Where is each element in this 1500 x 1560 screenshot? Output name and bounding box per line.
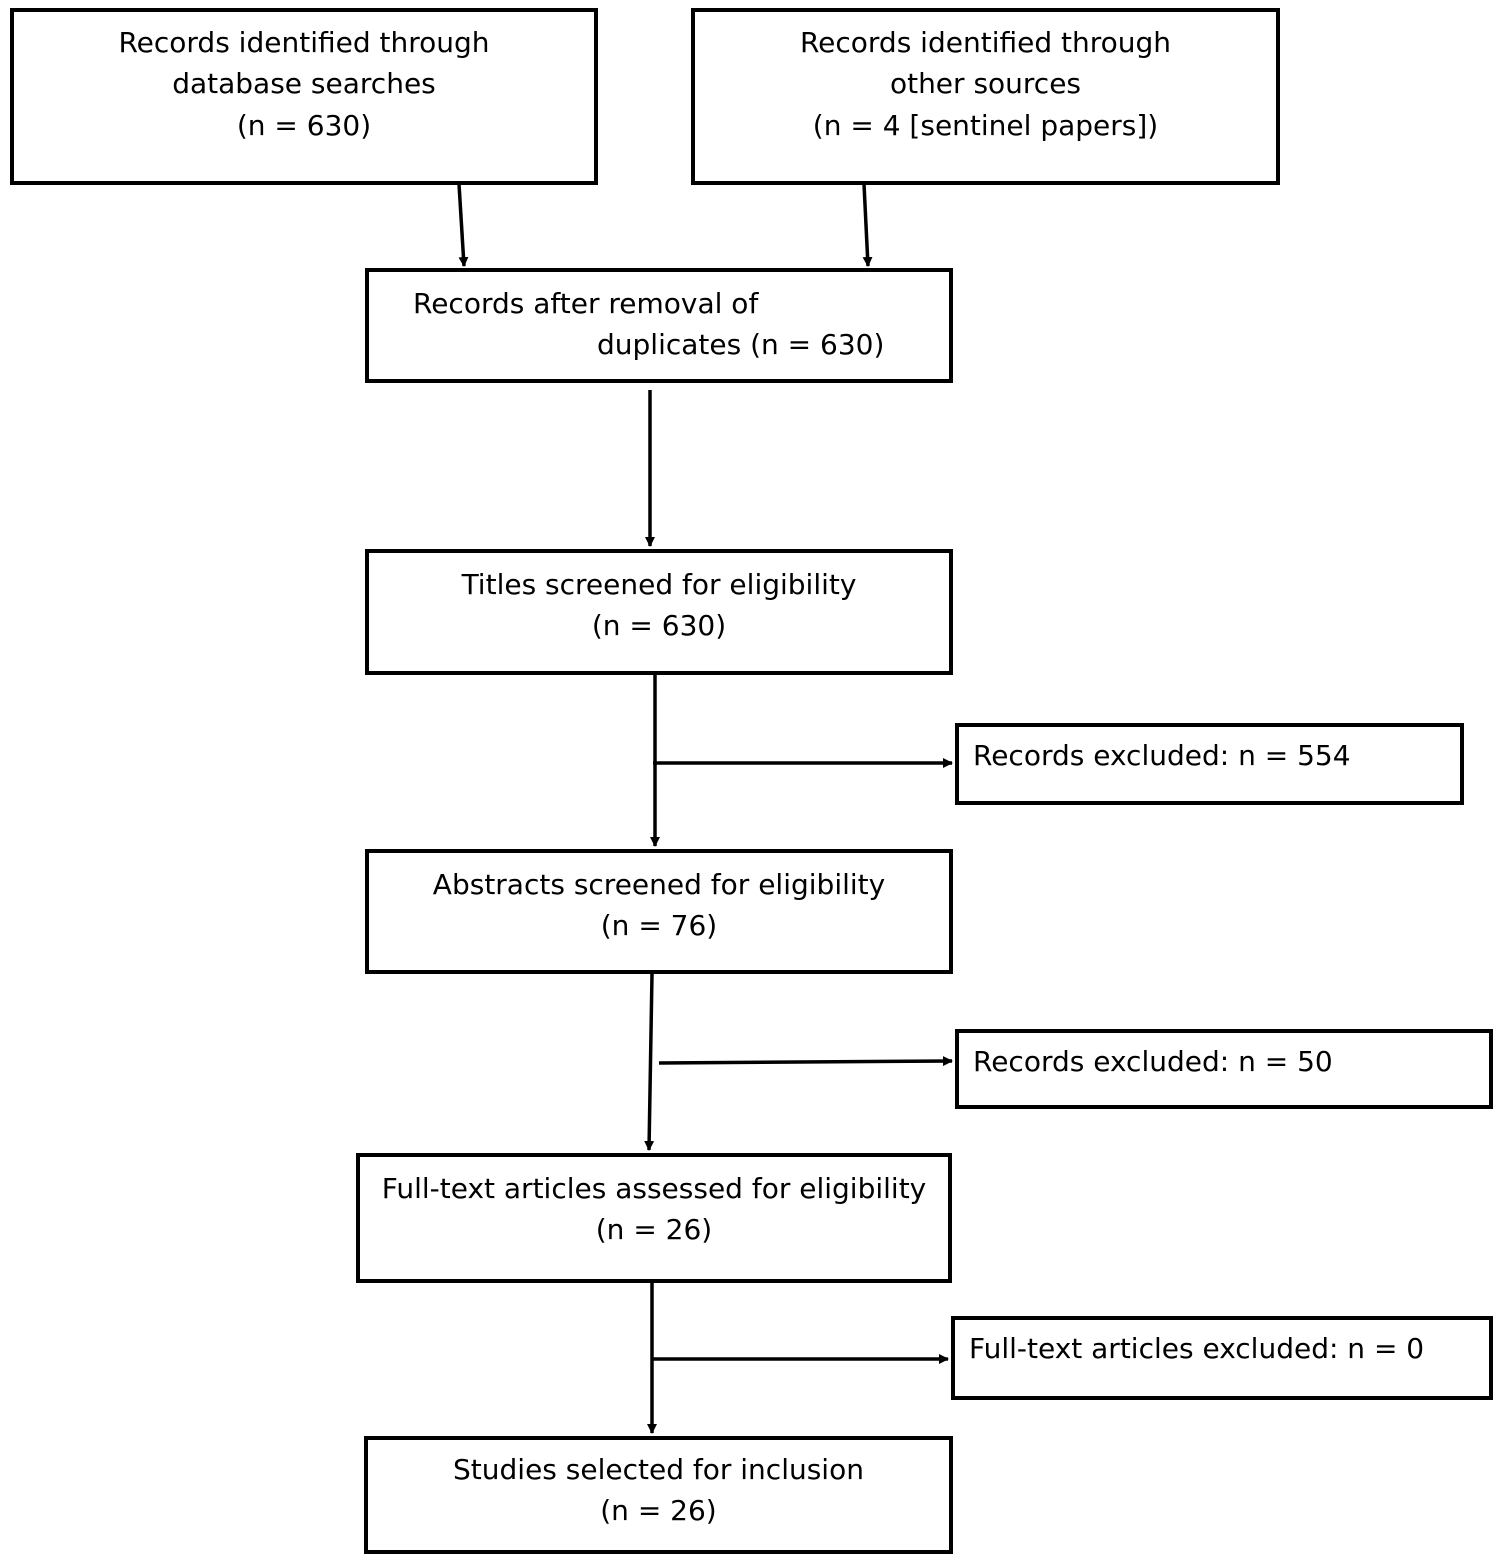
fulltext-excluded-box: Full-text articles excluded: n = 0: [951, 1316, 1493, 1400]
arrow-excluded-abstracts: [658, 1056, 953, 1067]
dedup-line-1: Records after removal of: [413, 287, 759, 320]
titles-screened-box: Titles screened for eligibility (n = 630…: [365, 549, 953, 675]
titles-count: (n = 630): [591, 609, 727, 642]
records-excluded-abstracts-box: Records excluded: n = 50: [955, 1029, 1493, 1109]
database-line-1: Records identified through: [118, 26, 490, 59]
records-excluded-titles-box: Records excluded: n = 554: [955, 723, 1464, 805]
fulltext-line-1: Full-text articles assessed for eligibil…: [381, 1172, 927, 1205]
abstracts-screened-box: Abstracts screened for eligibility (n = …: [365, 849, 953, 974]
included-line-1: Studies selected for inclusion: [453, 1453, 864, 1486]
database-line-2: database searches: [172, 67, 436, 100]
other-sources-line-2: other sources: [889, 67, 1082, 100]
arrow-database-to-dedup: [457, 183, 469, 267]
arrow-other-to-dedup: [862, 183, 873, 267]
database-searches-box: Records identified through database sear…: [10, 8, 598, 185]
included-count: (n = 26): [600, 1494, 717, 1527]
dedup-box: Records after removal of duplicates (n =…: [365, 268, 953, 383]
arrow-abstracts-to-fulltext: [644, 973, 655, 1151]
studies-included-box: Studies selected for inclusion (n = 26): [364, 1436, 953, 1554]
records-excluded-titles-text: Records excluded: n = 554: [973, 739, 1351, 772]
database-count: (n = 630): [236, 109, 372, 142]
fulltext-excluded-text: Full-text articles excluded: n = 0: [969, 1332, 1425, 1365]
other-sources-line-1: Records identified through: [799, 26, 1172, 59]
abstracts-line-1: Abstracts screened for eligibility: [432, 868, 886, 901]
titles-line-1: Titles screened for eligibility: [461, 568, 857, 601]
records-excluded-abstracts-text: Records excluded: n = 50: [973, 1045, 1333, 1078]
fulltext-count: (n = 26): [595, 1213, 713, 1246]
other-sources-count: (n = 4 [sentinel papers]): [812, 109, 1159, 142]
dedup-line-2: duplicates (n = 630): [597, 328, 885, 361]
fulltext-assessed-box: Full-text articles assessed for eligibil…: [356, 1153, 952, 1283]
abstracts-count: (n = 76): [600, 909, 718, 942]
other-sources-box: Records identified through other sources…: [691, 8, 1280, 185]
